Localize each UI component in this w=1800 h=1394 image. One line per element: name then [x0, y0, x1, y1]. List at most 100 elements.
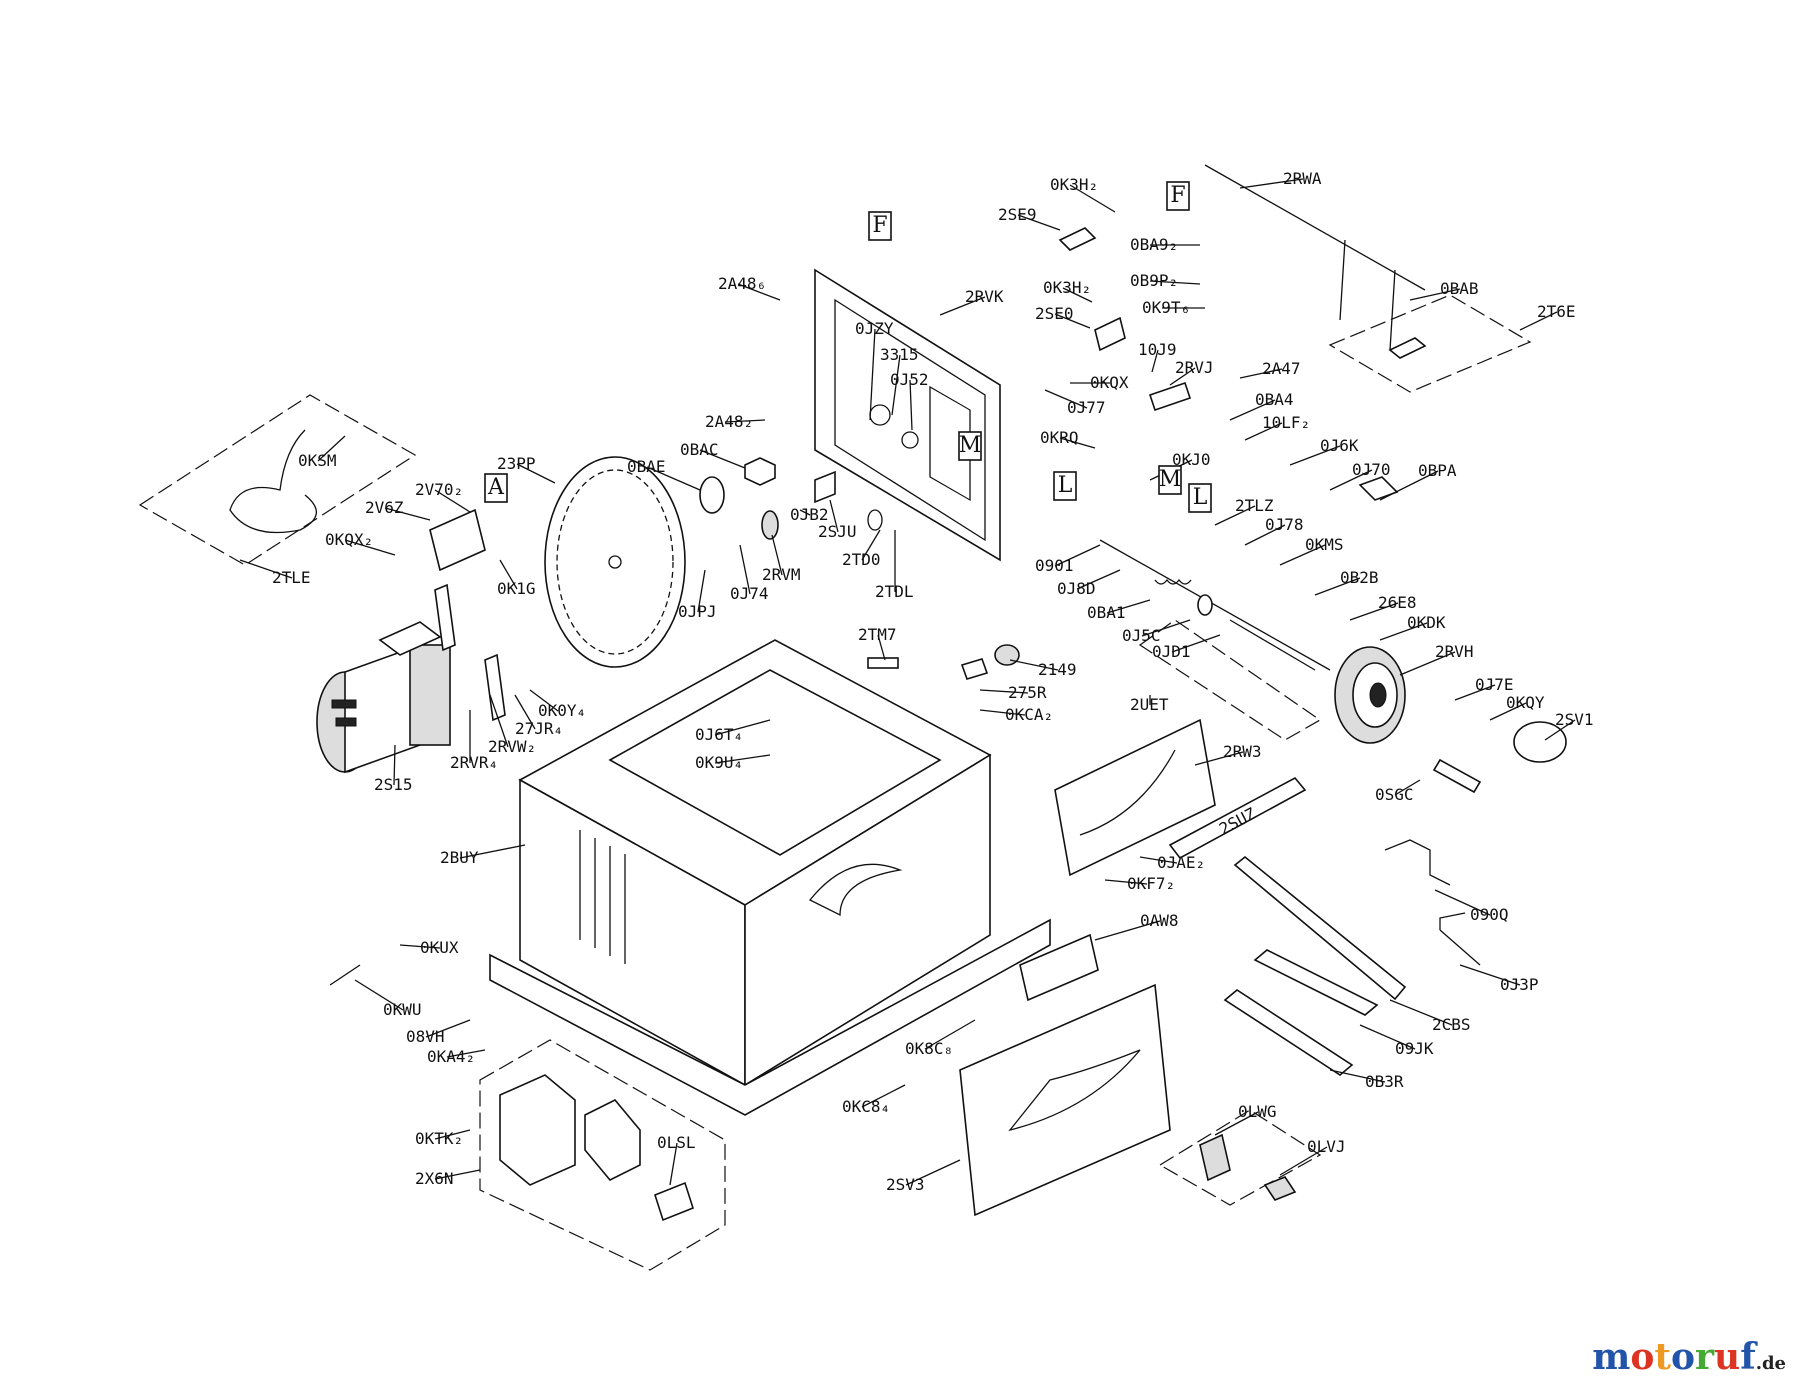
- part-label-p-0j74[interactable]: 0J74: [730, 584, 769, 603]
- part-label-p-2se9[interactable]: 2SE9: [998, 205, 1037, 224]
- part-label-p-0ksm[interactable]: 0KSM: [298, 451, 337, 470]
- part-label-p-0j6k[interactable]: 0J6K: [1320, 436, 1359, 455]
- part-label-p-2cbs[interactable]: 2CBS: [1432, 1015, 1471, 1034]
- part-label-p-0ksl[interactable]: 0LSL: [657, 1133, 696, 1152]
- part-label-p-0kqx[interactable]: 0KQX: [1090, 373, 1129, 392]
- part-label-p-0kjo[interactable]: 0KJ0: [1172, 450, 1211, 469]
- part-label-p-0ka4[interactable]: 0KA4₂: [427, 1047, 475, 1066]
- part-label-p-0j77[interactable]: 0J77: [1067, 398, 1106, 417]
- part-label-p-23pp[interactable]: 23PP: [497, 454, 536, 473]
- part-label-p-0bac[interactable]: 0BAC: [680, 440, 719, 459]
- part-label-p-0j5c[interactable]: 0J5C: [1122, 626, 1161, 645]
- part-label-p-275r[interactable]: 275R: [1008, 683, 1047, 702]
- part-label-p-3315[interactable]: 3315: [880, 345, 919, 364]
- part-label-p-0j52[interactable]: 0J52: [890, 370, 929, 389]
- part-label-p-2a48-2[interactable]: 2A48₂: [705, 412, 753, 431]
- part-label-p-0bab[interactable]: 0BAB: [1440, 279, 1479, 298]
- part-label-p-0j3p[interactable]: 0J3P: [1500, 975, 1539, 994]
- watermark-letter: t: [1654, 1336, 1672, 1378]
- part-label-p-0jpj[interactable]: 0JPJ: [678, 602, 717, 621]
- part-label-p-0krq[interactable]: 0KRQ: [1040, 428, 1079, 447]
- part-label-p-0k3h-top[interactable]: 0K3H₂: [1050, 175, 1098, 194]
- part-label-p-0k3h-mid[interactable]: 0K3H₂: [1043, 278, 1091, 297]
- part-label-p-0j8d[interactable]: 0J8D: [1057, 579, 1096, 598]
- part-label-p-0ba4[interactable]: 0BA4: [1255, 390, 1294, 409]
- part-label-p-2rvh[interactable]: 2RVH: [1435, 642, 1474, 661]
- part-label-p-2rwa[interactable]: 2RWA: [1283, 169, 1322, 188]
- part-label-p-0kms[interactable]: 0KMS: [1305, 535, 1344, 554]
- part-label-p-2s15[interactable]: 2S15: [374, 775, 413, 794]
- part-label-p-0k9u[interactable]: 0K9U₄: [695, 753, 743, 772]
- part-label-p-2rvj[interactable]: 2RVJ: [1175, 358, 1214, 377]
- part-label-p-0jae[interactable]: 0JAE₂: [1157, 853, 1205, 872]
- part-label-p-0k1g[interactable]: 0K1G: [497, 579, 536, 598]
- part-label-p-2sv3[interactable]: 2SV3: [886, 1175, 925, 1194]
- part-label-p-09jk[interactable]: 09JK: [1395, 1039, 1434, 1058]
- part-label-p-0ba9[interactable]: 0BA9₂: [1130, 235, 1178, 254]
- part-label-p-2tlz[interactable]: 2TLZ: [1235, 496, 1274, 515]
- part-label-p-2sju[interactable]: 2SJU: [818, 522, 857, 541]
- part-label-p-0ktk[interactable]: 0KTK₂: [415, 1129, 463, 1148]
- section-tag-tag-m-1: M: [959, 433, 982, 458]
- part-label-p-0b9p[interactable]: 0B9P₂: [1130, 271, 1178, 290]
- part-label-p-2rvk[interactable]: 2RVK: [965, 287, 1004, 306]
- part-label-p-2a47[interactable]: 2A47: [1262, 359, 1301, 378]
- part-label-p-0lwg[interactable]: 0LWG: [1238, 1102, 1277, 1121]
- part-label-p-0k8c[interactable]: 0K8C₈: [905, 1039, 953, 1058]
- part-label-p-10lf[interactable]: 10LF₂: [1262, 413, 1310, 432]
- part-label-p-27jr[interactable]: 27JR₄: [515, 719, 563, 738]
- part-label-p-26e8[interactable]: 26E8: [1378, 593, 1417, 612]
- part-label-p-0b2b[interactable]: 0B2B: [1340, 568, 1379, 587]
- part-label-p-0kux[interactable]: 0KUX: [420, 938, 459, 957]
- part-label-p-0j78[interactable]: 0J78: [1265, 515, 1304, 534]
- part-label-p-0kwu[interactable]: 0KWU: [383, 1000, 422, 1019]
- part-label-p-2sv1[interactable]: 2SV1: [1555, 710, 1594, 729]
- part-label-p-0kf7[interactable]: 0KF7₂: [1127, 874, 1175, 893]
- part-label-p-2uet[interactable]: 2UET: [1130, 695, 1169, 714]
- part-label-p-2a48-6[interactable]: 2A48₆: [718, 274, 766, 293]
- part-label-p-0kqy[interactable]: 0KQY: [1506, 693, 1545, 712]
- part-label-p-0sgc[interactable]: 0SGC: [1375, 785, 1414, 804]
- part-label-p-0kc8[interactable]: 0KC8₄: [842, 1097, 890, 1116]
- part-label-p-0bae[interactable]: 0BAE: [627, 457, 666, 476]
- part-label-p-0kca[interactable]: 0KCA₂: [1005, 705, 1053, 724]
- part-label-p-08vh[interactable]: 08VH: [406, 1027, 445, 1046]
- part-label-p-0ba1[interactable]: 0BA1: [1087, 603, 1126, 622]
- part-label-p-0kqx2[interactable]: 0KQX₂: [325, 530, 373, 549]
- part-label-p-2rvr[interactable]: 2RVR₄: [450, 753, 498, 772]
- part-label-p-2tle[interactable]: 2TLE: [272, 568, 311, 587]
- part-label-p-2tdl[interactable]: 2TDL: [875, 582, 914, 601]
- part-label-p-0jd1[interactable]: 0JD1: [1152, 642, 1191, 661]
- part-label-p-0lvj[interactable]: 0LVJ: [1307, 1137, 1346, 1156]
- part-label-p-0ky4[interactable]: 0K0Y₄: [538, 701, 586, 720]
- part-label-p-0b3r[interactable]: 0B3R: [1365, 1072, 1404, 1091]
- part-label-p-0jzy[interactable]: 0JZY: [855, 319, 894, 338]
- part-label-p-0bpa[interactable]: 0BPA: [1418, 461, 1457, 480]
- part-label-p-0j70[interactable]: 0J70: [1352, 460, 1391, 479]
- part-label-p-2tm7[interactable]: 2TM7: [858, 625, 897, 644]
- part-label-p-2t6e[interactable]: 2T6E: [1537, 302, 1576, 321]
- part-label-p-2se0[interactable]: 2SE0: [1035, 304, 1074, 323]
- part-label-p-2149[interactable]: 2149: [1038, 660, 1077, 679]
- part-label-p-0901[interactable]: 0901: [1035, 556, 1074, 575]
- part-label-p-0kdk[interactable]: 0KDK: [1407, 613, 1446, 632]
- rocker-switch: [1199, 1133, 1231, 1182]
- part-label-p-2rvm[interactable]: 2RVM: [762, 565, 801, 584]
- part-label-p-0j6t[interactable]: 0J6T₄: [695, 725, 743, 744]
- leader-p-2x6n: [434, 1169, 481, 1180]
- part-label-p-2x6n[interactable]: 2X6N: [415, 1169, 454, 1188]
- leader-p-0jpj: [697, 569, 706, 613]
- part-label-p-10j9[interactable]: 10J9: [1138, 340, 1177, 359]
- part-label-p-2rw3[interactable]: 2RW3: [1223, 742, 1262, 761]
- part-label-p-0j7e[interactable]: 0J7E: [1475, 675, 1514, 694]
- part-label-p-2buy[interactable]: 2BUY: [440, 848, 479, 867]
- part-label-p-0jb2[interactable]: 0JB2: [790, 505, 829, 524]
- part-label-p-2rvw[interactable]: 2RVW₂: [488, 737, 536, 756]
- trunnion-bracket: [814, 268, 1001, 562]
- part-label-p-090q[interactable]: 090Q: [1470, 905, 1509, 924]
- part-label-p-0aw8[interactable]: 0AW8: [1140, 911, 1179, 930]
- part-label-p-2v6z[interactable]: 2V6Z: [365, 498, 404, 517]
- part-label-p-2td0[interactable]: 2TD0: [842, 550, 881, 569]
- part-label-p-0k9t[interactable]: 0K9T₆: [1142, 298, 1190, 317]
- part-label-p-2v70[interactable]: 2V70₂: [415, 480, 463, 499]
